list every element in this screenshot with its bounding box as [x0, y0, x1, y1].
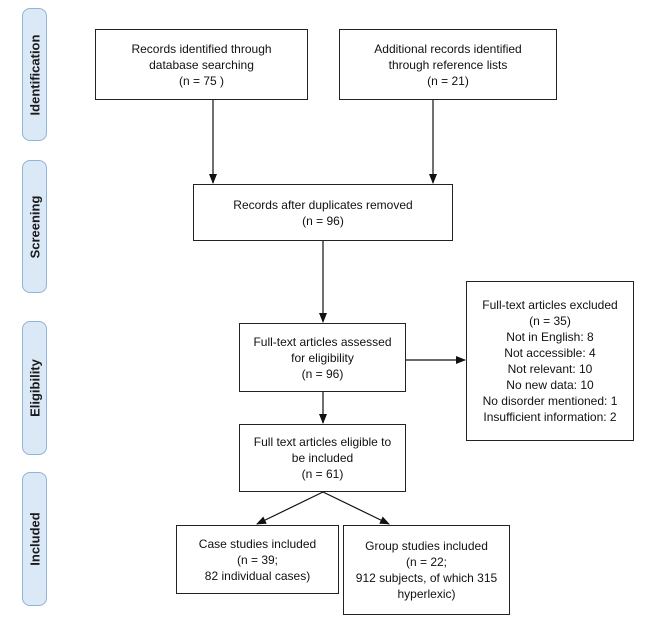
box-database-search-line2: database searching	[149, 57, 254, 72]
box-group-studies: Group studies included (n = 22; 912 subj…	[343, 525, 510, 615]
box-duplicates-removed-line2: (n = 96)	[302, 213, 344, 228]
box-assessed-line2: for eligibility	[291, 350, 354, 365]
box-group-studies-line3: 912 subjects, of which 315	[355, 571, 498, 585]
box-group-studies-line2: (n = 22;	[405, 555, 448, 569]
box-excluded-line2: (n = 35)	[529, 314, 571, 328]
box-eligible-line1: Full text articles eligible to	[253, 435, 392, 449]
box-excluded-line3: Not in English: 8	[506, 330, 594, 344]
box-database-search: Records identified through database sear…	[95, 29, 308, 100]
arrow-eligible-to-case	[256, 491, 324, 525]
arrow-eligible-to-group	[322, 491, 390, 525]
box-case-studies-line1: Case studies included	[198, 536, 317, 551]
box-excluded-line8: Insufficient information: 2	[483, 410, 617, 424]
box-group-studies-line1: Group studies included	[365, 539, 488, 553]
stage-identification: Identification	[22, 8, 47, 141]
box-excluded-line5: Not relevant: 10	[507, 362, 593, 376]
box-reference-lists-line1: Additional records identified	[374, 41, 522, 56]
box-assessed-for-eligibility: Full-text articles assessed for eligibil…	[239, 323, 406, 392]
box-excluded-line1: Full-text articles excluded	[482, 298, 618, 312]
stage-screening: Screening	[22, 160, 47, 293]
box-case-studies-line2: (n = 39;	[236, 552, 279, 567]
box-reference-lists: Additional records identified through re…	[339, 29, 557, 100]
stage-eligibility: Eligibility	[22, 321, 47, 455]
box-excluded-line6: No new data: 10	[506, 378, 594, 392]
box-eligible-articles: Full text articles eligible to be includ…	[239, 424, 406, 492]
box-eligible-line2: be included	[291, 451, 354, 465]
box-reference-lists-line3: (n = 21)	[427, 73, 469, 88]
box-assessed-line3: (n = 96)	[301, 366, 344, 381]
box-case-studies: Case studies included (n = 39; 82 indivi…	[176, 525, 339, 594]
box-eligible-line3: (n = 61)	[301, 467, 344, 481]
box-excluded-line4: Not accessible: 4	[504, 346, 596, 360]
box-articles-excluded: Full-text articles excluded (n = 35) Not…	[466, 281, 634, 441]
stage-included: Included	[22, 472, 47, 606]
box-database-search-line3: (n = 75 )	[178, 73, 225, 88]
box-assessed-line1: Full-text articles assessed	[253, 334, 392, 349]
box-duplicates-removed: Records after duplicates removed (n = 96…	[193, 184, 453, 241]
box-database-search-line1: Records identified through	[131, 41, 272, 56]
box-reference-lists-line2: through reference lists	[388, 57, 508, 72]
box-group-studies-line4: hyperlexic)	[397, 587, 456, 601]
box-case-studies-line3: 82 individual cases)	[204, 568, 311, 583]
box-duplicates-removed-line1: Records after duplicates removed	[233, 197, 413, 212]
box-excluded-line7: No disorder mentioned: 1	[482, 394, 618, 408]
